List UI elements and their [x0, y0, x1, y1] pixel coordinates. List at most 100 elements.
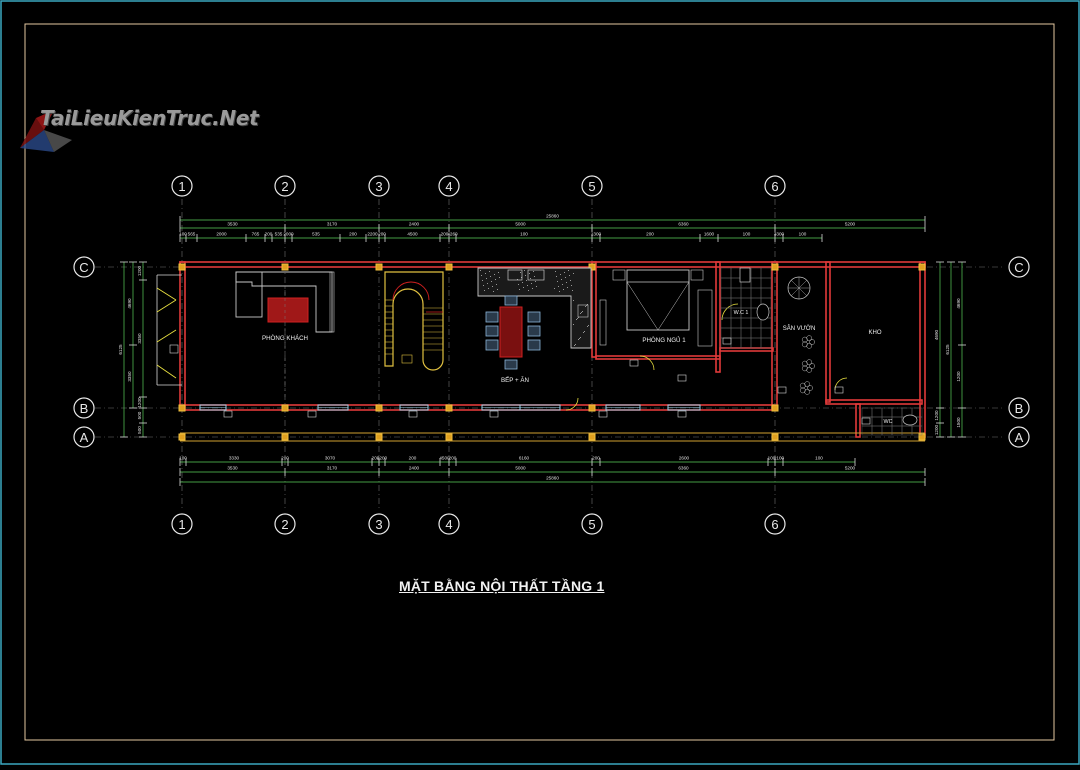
tile: [871, 425, 883, 436]
dim-text: 2400: [409, 222, 420, 227]
column-post: [178, 263, 186, 271]
counter-hatch: [486, 278, 487, 279]
counter-hatch: [536, 286, 537, 287]
dining-chair: [504, 359, 518, 370]
room-label-storage: KHO: [868, 330, 881, 336]
tile: [760, 287, 772, 299]
dim-text: 1200: [956, 371, 961, 382]
dim-text: 535: [275, 232, 283, 237]
plant-petal: [801, 365, 808, 372]
dim-text: 500: [137, 411, 142, 419]
grid-bubble-label: A: [80, 430, 89, 445]
grid-bubble: [73, 256, 95, 278]
door-leaf: [156, 329, 177, 343]
column-post: [771, 433, 779, 441]
dim-text: 3530: [227, 222, 238, 227]
counter-hatch: [565, 277, 566, 278]
tile: [720, 287, 732, 299]
tile: [881, 407, 893, 418]
counter-hatch: [525, 275, 526, 276]
counter-hatch: [577, 318, 578, 319]
counter-hatch: [529, 273, 530, 274]
counter-hatch: [488, 288, 489, 289]
counter-hatch: [560, 274, 561, 275]
dim-text: 100: [815, 456, 823, 461]
counter-hatch: [562, 284, 563, 285]
dim-text: 200: [449, 456, 457, 461]
stair-handrail: [392, 281, 430, 301]
sofa-back: [329, 271, 335, 333]
dim-text: 25860: [546, 214, 559, 219]
toilet: [739, 267, 751, 283]
appliance: [577, 304, 589, 318]
stair-outline: [384, 271, 444, 371]
grid-bubble: [438, 175, 460, 197]
watermark-text: TaiLieuKienTruc.Net: [40, 106, 259, 130]
counter-hatch: [522, 282, 523, 283]
tile: [861, 407, 873, 418]
dim-text: 765: [252, 232, 260, 237]
dim-text: 3350: [127, 371, 132, 382]
dim-text: 6125: [118, 344, 123, 355]
dim-text: 3300: [774, 232, 785, 237]
counter-hatch: [578, 317, 579, 318]
tile: [720, 317, 732, 329]
tag-box: [629, 359, 639, 367]
wall-col6: [771, 261, 778, 411]
counter-hatch: [570, 280, 571, 281]
column-post: [445, 263, 453, 271]
dim-text: 4500: [407, 232, 418, 237]
tile: [730, 267, 742, 279]
dim-text: 3070: [325, 456, 336, 461]
grid-bubble: [73, 426, 95, 448]
tag-box: [777, 386, 787, 394]
plant-petal: [801, 360, 808, 367]
tile: [740, 337, 752, 349]
tile: [760, 337, 772, 349]
dim-text: 200: [372, 456, 380, 461]
counter-hatch: [567, 287, 568, 288]
counter-hatch: [586, 305, 587, 306]
dim-text: 2000: [283, 232, 294, 237]
sink: [507, 269, 523, 281]
dim-text: 3330: [229, 456, 240, 461]
door-swing: [639, 355, 655, 371]
room-label-bedroom: PHÒNG NGỦ 1: [642, 337, 686, 344]
tile: [750, 337, 762, 349]
grid-bubble-label: C: [79, 260, 88, 275]
tree-branch: [791, 287, 800, 296]
tile: [730, 327, 742, 339]
counter-hatch: [523, 287, 524, 288]
dim-text: 4500: [439, 456, 450, 461]
counter-hatch: [580, 313, 581, 314]
counter-hatch: [581, 312, 582, 313]
dim-text: 5200: [845, 222, 856, 227]
tag-box: [861, 417, 871, 425]
dining-chair: [485, 339, 499, 351]
tag-box: [677, 374, 687, 382]
counter-hatch: [582, 311, 583, 312]
dim-text: 3530: [227, 466, 238, 471]
dim-text: 5000: [515, 466, 526, 471]
tile: [891, 425, 903, 436]
tree-branch: [798, 280, 807, 289]
grid-bubble-label: 3: [375, 517, 382, 532]
kitchen-counter: [477, 267, 592, 349]
tag-box: [223, 410, 233, 418]
grid-bubble: [368, 513, 390, 535]
plant-petal: [801, 336, 808, 343]
dim-text: 200: [409, 456, 417, 461]
counter-hatch: [483, 285, 484, 286]
counter-hatch: [588, 325, 589, 326]
grid-bubble: [368, 175, 390, 197]
coffee-table: [267, 297, 309, 323]
grid-bubble-label: 5: [588, 179, 595, 194]
counter-hatch: [524, 270, 525, 271]
dim-text: 4260: [447, 232, 458, 237]
counter-hatch: [578, 339, 579, 340]
counter-hatch: [559, 291, 560, 292]
counter-hatch: [534, 276, 535, 277]
plant-petal: [801, 341, 808, 348]
counter-hatch: [563, 289, 564, 290]
